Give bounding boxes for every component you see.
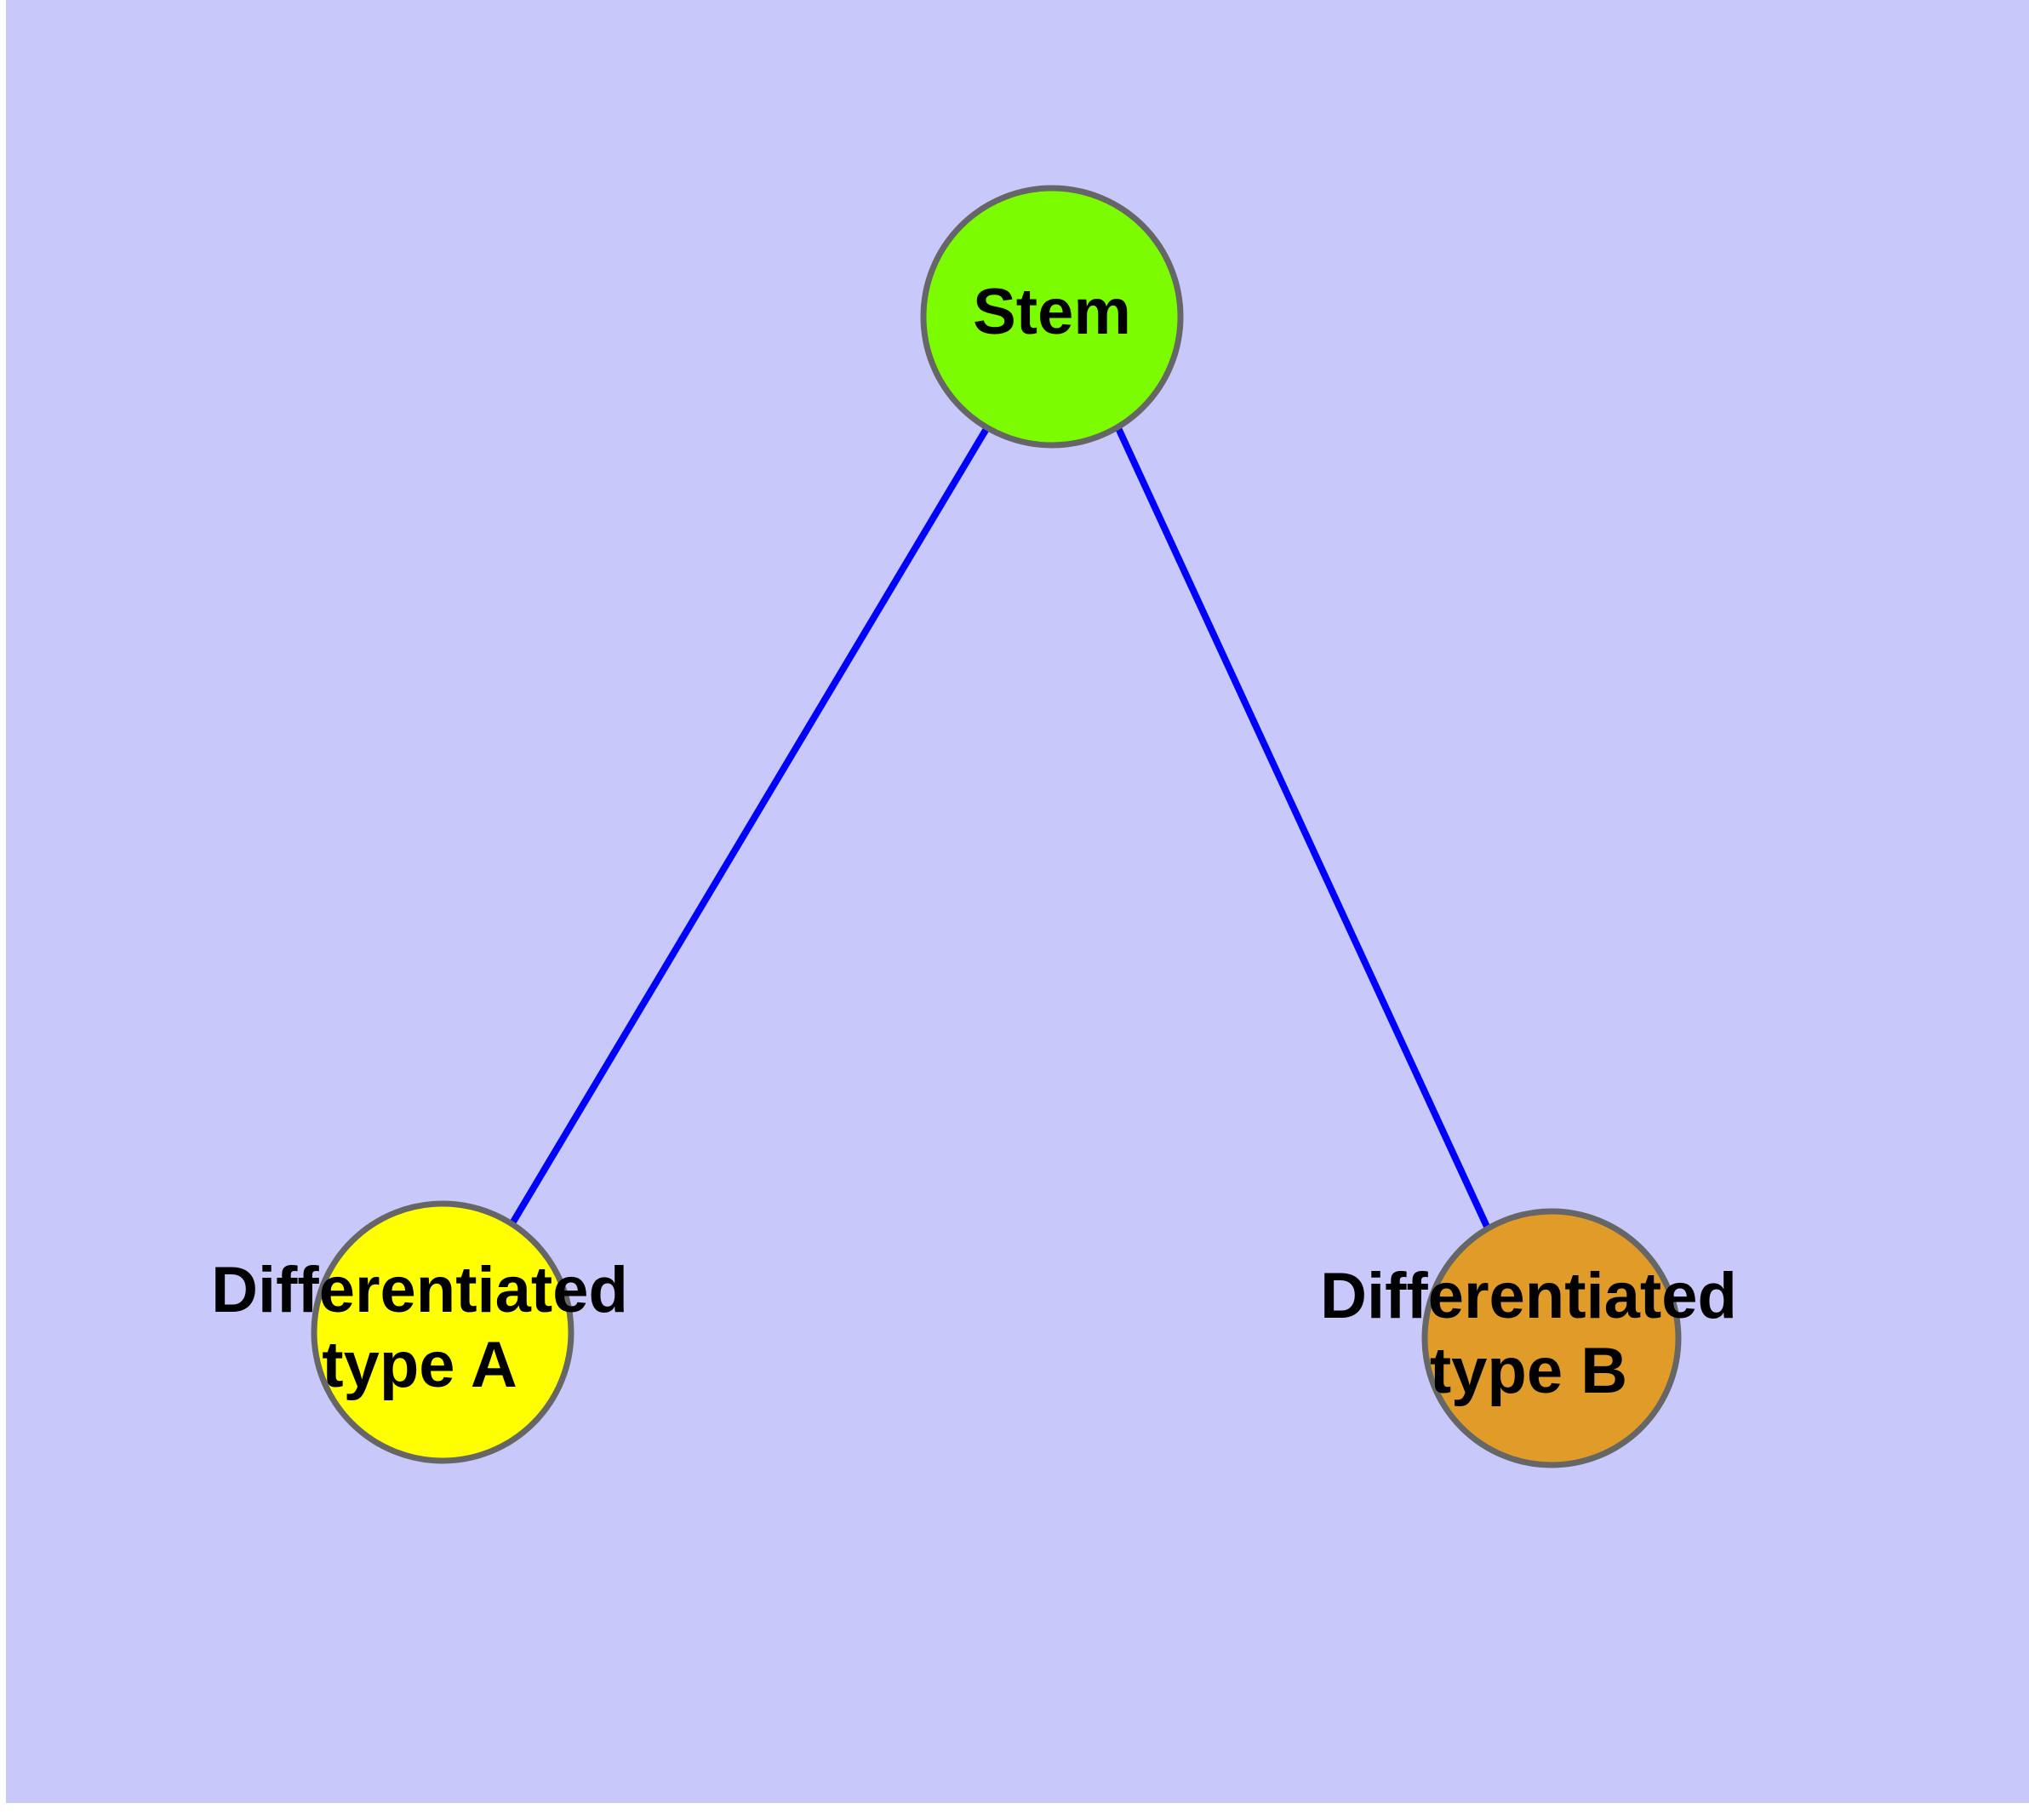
edges-layer — [509, 425, 1491, 1230]
graph-edge-stem-to-diff-a[interactable] — [509, 425, 991, 1226]
node-circle-stem — [920, 185, 1184, 449]
node-label-line: Differentiated — [211, 1254, 628, 1326]
node-label-line: type A — [322, 1329, 517, 1401]
node-circle-diff_b — [1421, 1208, 1682, 1468]
node-label-line: Stem — [973, 276, 1131, 348]
graph-edge-stem-to-diff-b[interactable] — [1115, 426, 1491, 1230]
node-circle-diff_a — [311, 1200, 574, 1464]
node-label-stem: Stem — [973, 276, 1131, 348]
node-label-line: Differentiated — [1320, 1260, 1737, 1332]
node-label-line: type B — [1430, 1335, 1627, 1407]
graph-node-stem[interactable]: Stem — [920, 185, 1184, 449]
